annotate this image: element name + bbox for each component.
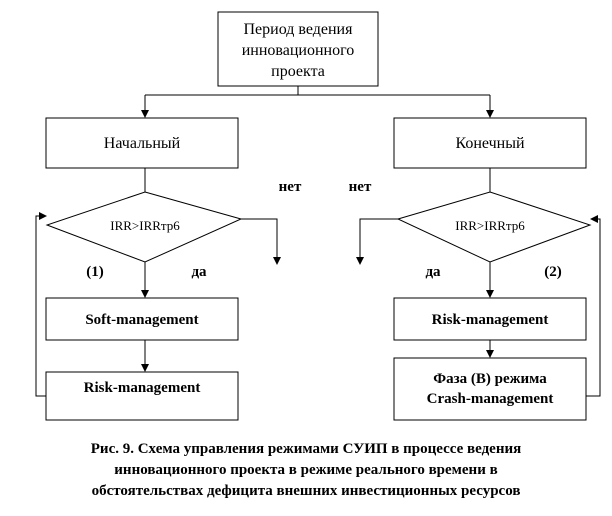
risk-management-box-right: Risk-management [432, 312, 549, 328]
soft-management-box: Soft-management [85, 312, 198, 328]
no-label: нет [279, 179, 302, 195]
top-box-line: проекта [271, 63, 325, 80]
caption: Рис. 9. Схема управления режимами СУИП в… [91, 441, 521, 499]
right-branch: Конечный IRR>IRRтр6 нет да (2) Risk-mana… [349, 117, 592, 421]
condition-label: IRR>IRRтр6 [455, 218, 525, 233]
caption-line: Рис. 9. Схема управления режимами СУИП в… [91, 441, 521, 457]
top-box-line: инновационного [242, 42, 355, 59]
loop-label-1: (1) [86, 264, 104, 280]
left-branch: Начальный IRR>IRRтр6 нет (1) да Soft-man… [45, 117, 302, 421]
no-label: нет [349, 179, 372, 195]
connectors [35, 86, 601, 397]
condition-label: IRR>IRRтр6 [110, 218, 180, 233]
yes-label: да [425, 264, 441, 280]
caption-line: инновационного проекта в режиме реальног… [114, 462, 497, 478]
yes-label: да [191, 264, 207, 280]
loop-label-2: (2) [544, 264, 562, 280]
top-box-line: Период ведения [244, 21, 354, 38]
crash-phase-line: Crash-management [427, 391, 554, 407]
crash-phase-line: Фаза (В) режима [433, 371, 547, 387]
phase-final: Конечный [455, 135, 525, 152]
top-box: Период ведения инновационного проекта [217, 11, 379, 87]
risk-management-box-left: Risk-management [84, 380, 201, 396]
phase-initial: Начальный [104, 135, 181, 152]
caption-line: обстоятельствах дефицита внешних инвести… [92, 483, 521, 499]
